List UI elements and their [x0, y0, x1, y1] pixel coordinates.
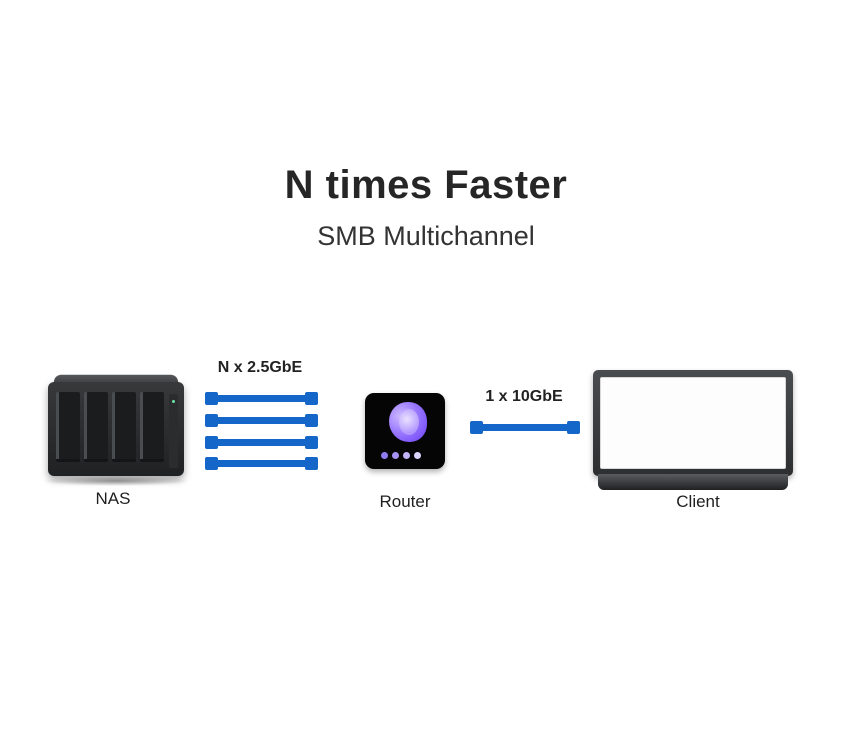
- router-led-dot: [381, 452, 388, 459]
- link-router-client-label: 1 x 10GbE: [485, 388, 563, 405]
- router-device-illustration: [365, 393, 445, 469]
- nas-drive-bay: [140, 392, 164, 462]
- cable-nas-router-3: [205, 436, 318, 449]
- cable-line: [211, 460, 312, 467]
- router-led-dot: [392, 452, 399, 459]
- nas-body: [48, 382, 184, 476]
- cable-line: [211, 439, 312, 446]
- cable-connector-icon: [305, 414, 318, 427]
- nas-label: NAS: [95, 489, 131, 508]
- cable-nas-router-1: [205, 392, 318, 405]
- page-title: N times Faster: [284, 163, 568, 207]
- cable-connector-icon: [305, 436, 318, 449]
- cable-line: [476, 424, 574, 431]
- cable-connector-icon: [305, 457, 318, 470]
- cable-connector-icon: [567, 421, 580, 434]
- monitor-screen: [600, 377, 786, 469]
- client-device-illustration: [593, 370, 793, 490]
- monitor-frame: [593, 370, 793, 476]
- cable-router-client: [470, 421, 580, 434]
- router-logo-highlight: [399, 409, 419, 435]
- router-led-dot: [414, 452, 421, 459]
- cable-line: [211, 395, 312, 402]
- router-led-dots: [365, 452, 437, 459]
- client-label: Client: [676, 492, 720, 511]
- monitor-base: [598, 474, 788, 490]
- cable-connector-icon: [305, 392, 318, 405]
- router-label: Router: [379, 492, 431, 511]
- nas-drive-bay: [112, 392, 136, 462]
- link-nas-router-label: N x 2.5GbE: [217, 359, 303, 376]
- cable-line: [211, 417, 312, 424]
- nas-drive-bay: [56, 392, 80, 462]
- page-subtitle: SMB Multichannel: [317, 221, 535, 251]
- nas-shadow: [42, 476, 190, 486]
- cable-nas-router-2: [205, 414, 318, 427]
- nas-control-panel: [169, 394, 178, 468]
- cable-nas-router-4: [205, 457, 318, 470]
- nas-status-led: [172, 400, 175, 403]
- nas-drive-bays: [56, 392, 164, 462]
- nas-device-illustration: [38, 372, 190, 486]
- router-led-dot: [403, 452, 410, 459]
- nas-drive-bay: [84, 392, 108, 462]
